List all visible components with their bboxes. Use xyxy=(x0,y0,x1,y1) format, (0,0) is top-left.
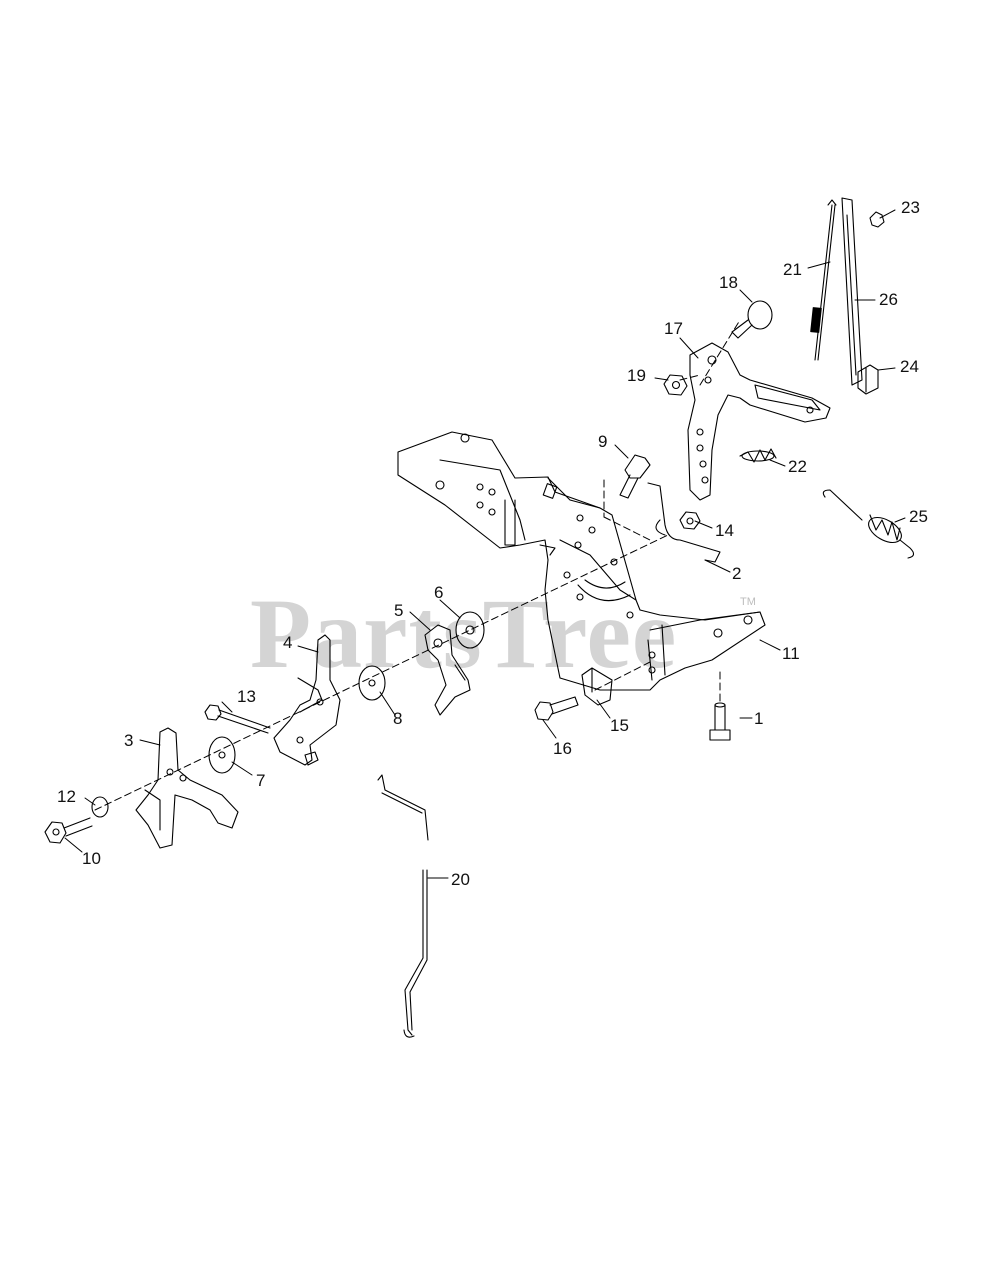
callout-20: 20 xyxy=(451,870,470,889)
callout-18: 18 xyxy=(719,273,738,292)
callout-1: 1 xyxy=(754,709,764,728)
callout-7: 7 xyxy=(256,771,266,790)
lever-part-17 xyxy=(687,342,831,501)
callout-22: 22 xyxy=(788,457,807,476)
callout-21: 21 xyxy=(783,260,802,279)
callout-17: 17 xyxy=(664,319,683,338)
rod-part-21 xyxy=(810,199,837,361)
clip-part-24 xyxy=(857,364,879,395)
callout-14: 14 xyxy=(715,521,734,540)
callout-24: 24 xyxy=(900,357,919,376)
callout-2: 2 xyxy=(732,564,742,583)
screw-part-23 xyxy=(869,211,885,228)
clip-part-15 xyxy=(581,667,613,706)
bolt-part-13 xyxy=(204,704,271,734)
washer-part-12 xyxy=(91,796,109,818)
callout-19: 19 xyxy=(627,366,646,385)
callout-16: 16 xyxy=(553,739,572,758)
callout-6: 6 xyxy=(434,583,444,602)
callout-11: 11 xyxy=(782,644,800,663)
callout-23: 23 xyxy=(901,198,920,217)
nut-part-14 xyxy=(679,511,701,530)
callout-12: 12 xyxy=(57,787,76,806)
callout-9: 9 xyxy=(598,432,608,451)
bracket-part-26 xyxy=(841,197,863,386)
washer-part-8 xyxy=(358,665,386,701)
bolt-part-1 xyxy=(709,702,731,741)
callout-15: 15 xyxy=(610,716,629,735)
bolt-part-10 xyxy=(44,817,93,844)
bolt-part-16 xyxy=(534,696,579,721)
bolt-part-9 xyxy=(619,454,651,499)
spring-part-22 xyxy=(739,448,777,463)
callout-10: 10 xyxy=(82,849,101,868)
spring-clip-part-2 xyxy=(647,482,721,563)
washer-part-6 xyxy=(455,611,485,649)
main-bracket-part-11 xyxy=(397,431,766,691)
callout-13: 13 xyxy=(237,687,256,706)
bracket-part-3 xyxy=(135,727,239,849)
callout-25: 25 xyxy=(909,507,928,526)
callout-8: 8 xyxy=(393,709,403,728)
callout-5: 5 xyxy=(394,601,404,620)
spring-part-25 xyxy=(822,489,915,559)
bracket-part-4 xyxy=(273,634,341,766)
washer-part-7 xyxy=(208,736,236,774)
callout-26: 26 xyxy=(879,290,898,309)
callout-3: 3 xyxy=(124,731,134,750)
rod-part-20 xyxy=(377,774,429,1038)
callout-leaders xyxy=(64,209,906,879)
knob-part-18 xyxy=(731,300,773,339)
callout-4: 4 xyxy=(283,633,293,652)
nut-part-19 xyxy=(663,374,688,396)
assembly-axis-lines xyxy=(94,319,741,811)
bracket-part-5 xyxy=(424,624,471,716)
watermark-trademark: TM xyxy=(740,596,756,608)
